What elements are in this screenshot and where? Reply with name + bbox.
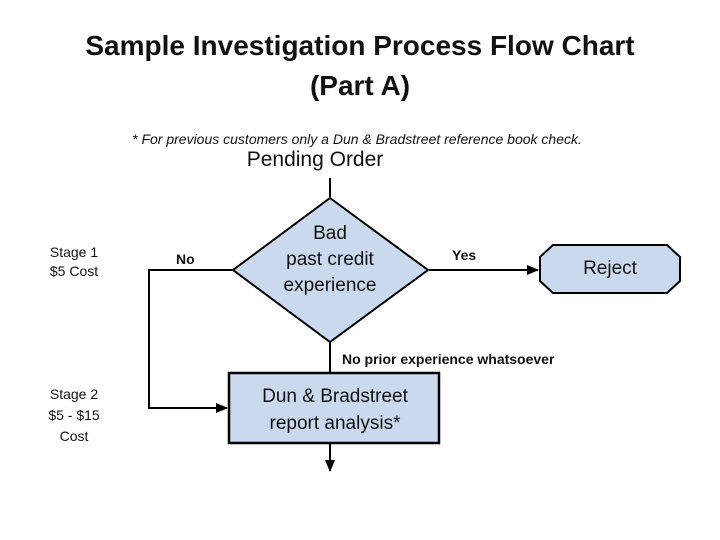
reject-label: Reject xyxy=(583,258,637,279)
edge-label-yes: Yes xyxy=(452,247,477,263)
footnote-text: * For previous customers only a Dun & Br… xyxy=(132,131,582,147)
process-box-shape xyxy=(227,371,441,445)
stage1-cost-label: Stage 1 $5 Cost xyxy=(49,244,99,279)
stage2-cost-label: Stage 2 $5 - $15 Cost xyxy=(48,386,100,444)
edge-label-no: No xyxy=(176,251,195,267)
decision-label: Bad past credit experience xyxy=(283,223,377,296)
edge-label-no-prior: No prior experience whatsoever xyxy=(342,351,555,367)
start-label: Pending Order xyxy=(246,148,384,171)
connector-no-to-process xyxy=(148,269,232,413)
page-title: Sample Investigation Process Flow Chart … xyxy=(85,30,635,101)
reject-shape xyxy=(539,244,681,294)
process-label: Dun & Bradstreet report analysis* xyxy=(262,386,408,434)
